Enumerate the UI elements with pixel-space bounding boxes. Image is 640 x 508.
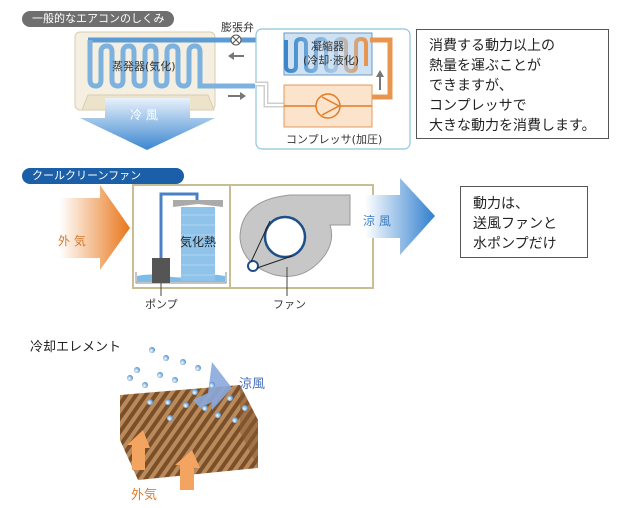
- fan-label: ファン: [273, 298, 306, 311]
- note-line: 消費する動力以上の: [429, 38, 555, 54]
- outside-air-label: 外 気: [58, 234, 86, 248]
- note-line: 水ポンプだけ: [473, 236, 557, 252]
- cool-breeze-label: 涼 風: [363, 214, 391, 228]
- cool-breeze-arrow: [365, 178, 435, 255]
- section-title-general-ac: 一般的なエアコンのしくみ: [22, 11, 174, 27]
- discharge-pipe: [370, 37, 393, 100]
- condenser-label-line2: (冷却·液化): [303, 54, 360, 67]
- element-outside-air-arrow-2: [175, 450, 200, 490]
- flow-arrow-right-icon: [228, 92, 246, 100]
- flow-arrow-up-icon: [376, 70, 384, 90]
- note-line: 送風ファンと: [473, 216, 557, 232]
- pump-body: [152, 258, 170, 283]
- note-line: 熱量を運ぶことが: [429, 58, 541, 74]
- section-title-cool-clean-fan: クールクリーンファン: [22, 168, 184, 184]
- cooling-element-title: 冷却エレメント: [30, 340, 122, 355]
- outside-air-arrow: [60, 185, 130, 270]
- note-line: できますが、: [429, 78, 513, 94]
- expansion-valve-icon: [230, 34, 242, 46]
- fan-scroll: [239, 194, 351, 296]
- element-outside-air-arrow-1: [127, 430, 150, 470]
- evaporator-label: 蒸発器(気化): [112, 60, 176, 73]
- compressor: [283, 84, 373, 128]
- evaporative-media: [181, 207, 215, 281]
- water-tray: [135, 272, 227, 284]
- element-outside-air-label: 外気: [131, 488, 158, 503]
- condenser-coil: [283, 32, 373, 76]
- cool-clean-fan-note: 動力は、 送風ファンと 水ポンプだけ: [460, 186, 588, 258]
- vaporization-heat-label: 気化熱: [180, 235, 217, 249]
- note-line: 大きな動力を消費します。: [429, 118, 596, 134]
- general-ac-note: 消費する動力以上の 熱量を運ぶことが できますが、 コンプレッサで 大きな動力を…: [416, 29, 609, 139]
- water-droplets: [127, 347, 248, 423]
- note-line: 動力は、: [473, 196, 529, 212]
- note-line: コンプレッサで: [429, 98, 527, 114]
- flow-arrow-left-icon: [228, 52, 244, 60]
- cool-air-arrow: [80, 98, 215, 150]
- expansion-valve-label: 膨張弁: [221, 21, 254, 34]
- cool-air-label: 冷 風: [130, 108, 158, 122]
- element-cool-breeze-label: 涼風: [239, 377, 266, 392]
- pump-pipe: [159, 192, 199, 262]
- pump-label: ポンプ: [145, 298, 178, 311]
- compressor-label: コンプレッサ(加圧): [286, 133, 383, 146]
- condenser-label-line1: 凝縮器: [311, 40, 344, 53]
